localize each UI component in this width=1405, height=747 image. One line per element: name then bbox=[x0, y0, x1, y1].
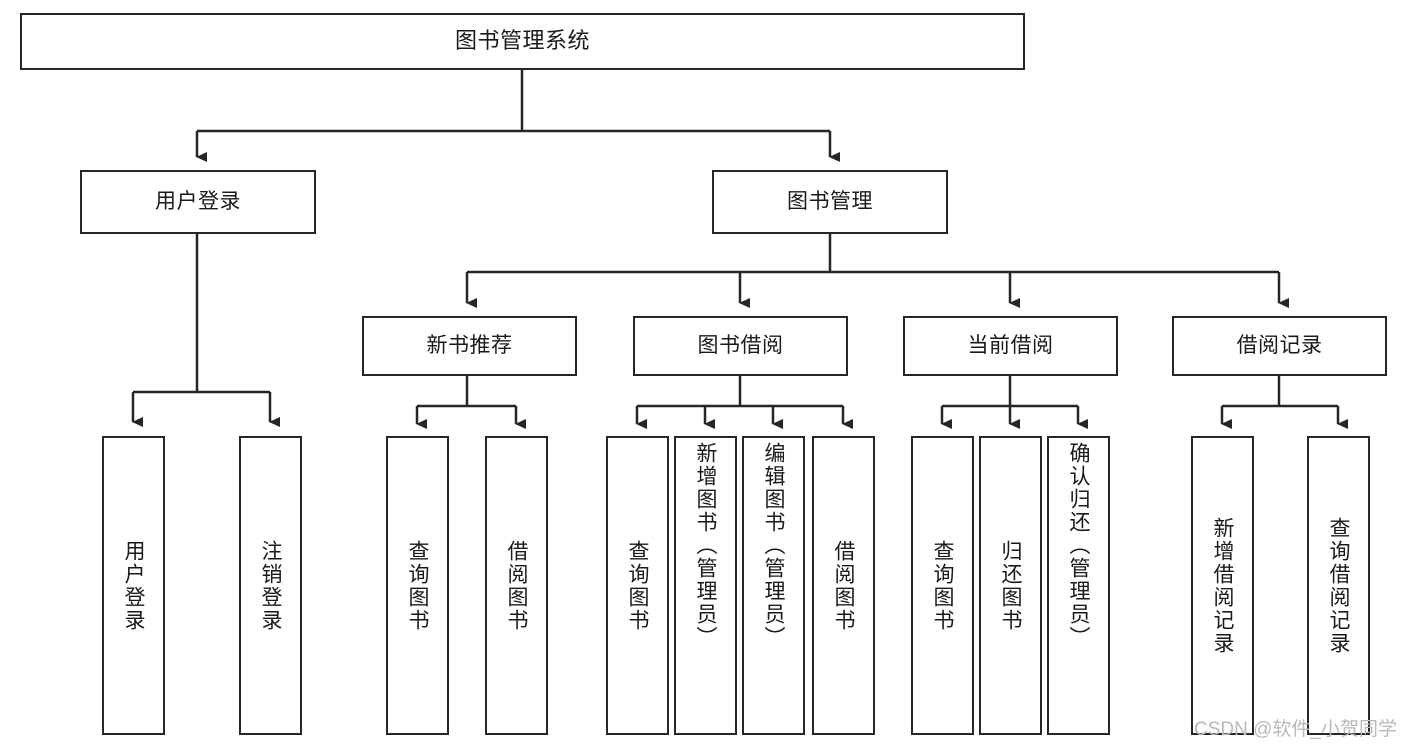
edges-bookmanage-to-level3 bbox=[465, 234, 1289, 308]
node-leaf-query-book-3[interactable]: 查询图书 bbox=[911, 436, 974, 735]
edges-newbook-to-leaves bbox=[415, 376, 526, 429]
node-leaf-borrow-book-2-label: 借阅图书 bbox=[832, 539, 855, 632]
node-leaf-edit-book-admin[interactable]: 编辑图书（管理员） bbox=[742, 436, 805, 735]
node-leaf-borrow-book-1[interactable]: 借阅图书 bbox=[485, 436, 548, 735]
node-book-manage[interactable]: 图书管理 bbox=[712, 170, 948, 234]
node-leaf-add-book-admin-label: 新增图书（管理员） bbox=[694, 442, 717, 649]
node-leaf-return-book-label: 归还图书 bbox=[999, 539, 1022, 632]
node-root-label: 图书管理系统 bbox=[454, 28, 590, 54]
node-leaf-logout-login-label: 注销登录 bbox=[259, 539, 282, 632]
node-new-book-recommend[interactable]: 新书推荐 bbox=[362, 316, 577, 376]
node-leaf-query-borrow-record[interactable]: 查询借阅记录 bbox=[1307, 436, 1370, 735]
node-leaf-query-book-1-label: 查询图书 bbox=[406, 539, 429, 632]
node-leaf-query-book-2[interactable]: 查询图书 bbox=[606, 436, 669, 735]
node-root[interactable]: 图书管理系统 bbox=[20, 13, 1025, 70]
node-new-book-recommend-label: 新书推荐 bbox=[426, 334, 513, 358]
node-user-login[interactable]: 用户登录 bbox=[80, 170, 316, 234]
node-leaf-add-borrow-record[interactable]: 新增借阅记录 bbox=[1191, 436, 1254, 735]
node-book-borrow[interactable]: 图书借阅 bbox=[633, 316, 848, 376]
node-leaf-query-borrow-record-label: 查询借阅记录 bbox=[1327, 516, 1350, 655]
edges-currentborrow-to-leaves bbox=[940, 376, 1088, 429]
node-leaf-user-login-label: 用户登录 bbox=[122, 539, 145, 632]
node-leaf-query-book-2-label: 查询图书 bbox=[626, 539, 649, 632]
node-leaf-query-book-3-label: 查询图书 bbox=[931, 539, 954, 632]
node-current-borrow[interactable]: 当前借阅 bbox=[903, 316, 1118, 376]
node-leaf-query-book-1[interactable]: 查询图书 bbox=[386, 436, 449, 735]
node-leaf-borrow-book-1-label: 借阅图书 bbox=[505, 539, 528, 632]
node-leaf-return-book[interactable]: 归还图书 bbox=[979, 436, 1042, 735]
node-leaf-logout-login[interactable]: 注销登录 bbox=[239, 436, 302, 735]
edges-root-to-level2 bbox=[195, 70, 840, 162]
node-leaf-confirm-return-admin[interactable]: 确认归还（管理员） bbox=[1047, 436, 1110, 735]
edges-bookborrow-to-leaves bbox=[635, 376, 853, 429]
node-borrow-record-label: 借阅记录 bbox=[1236, 334, 1323, 358]
node-leaf-edit-book-admin-label: 编辑图书（管理员） bbox=[762, 442, 785, 649]
node-user-login-label: 用户登录 bbox=[155, 190, 241, 214]
node-leaf-add-borrow-record-label: 新增借阅记录 bbox=[1211, 516, 1234, 655]
node-leaf-confirm-return-admin-label: 确认归还（管理员） bbox=[1067, 442, 1090, 649]
edges-userlogin-to-leaves bbox=[131, 234, 280, 427]
node-leaf-user-login[interactable]: 用户登录 bbox=[102, 436, 165, 735]
node-current-borrow-label: 当前借阅 bbox=[967, 334, 1054, 358]
node-leaf-borrow-book-2[interactable]: 借阅图书 bbox=[812, 436, 875, 735]
edges-borrowrecord-to-leaves bbox=[1220, 376, 1348, 429]
node-book-borrow-label: 图书借阅 bbox=[697, 334, 784, 358]
node-leaf-add-book-admin[interactable]: 新增图书（管理员） bbox=[674, 436, 737, 735]
node-book-manage-label: 图书管理 bbox=[787, 190, 873, 214]
node-borrow-record[interactable]: 借阅记录 bbox=[1172, 316, 1387, 376]
